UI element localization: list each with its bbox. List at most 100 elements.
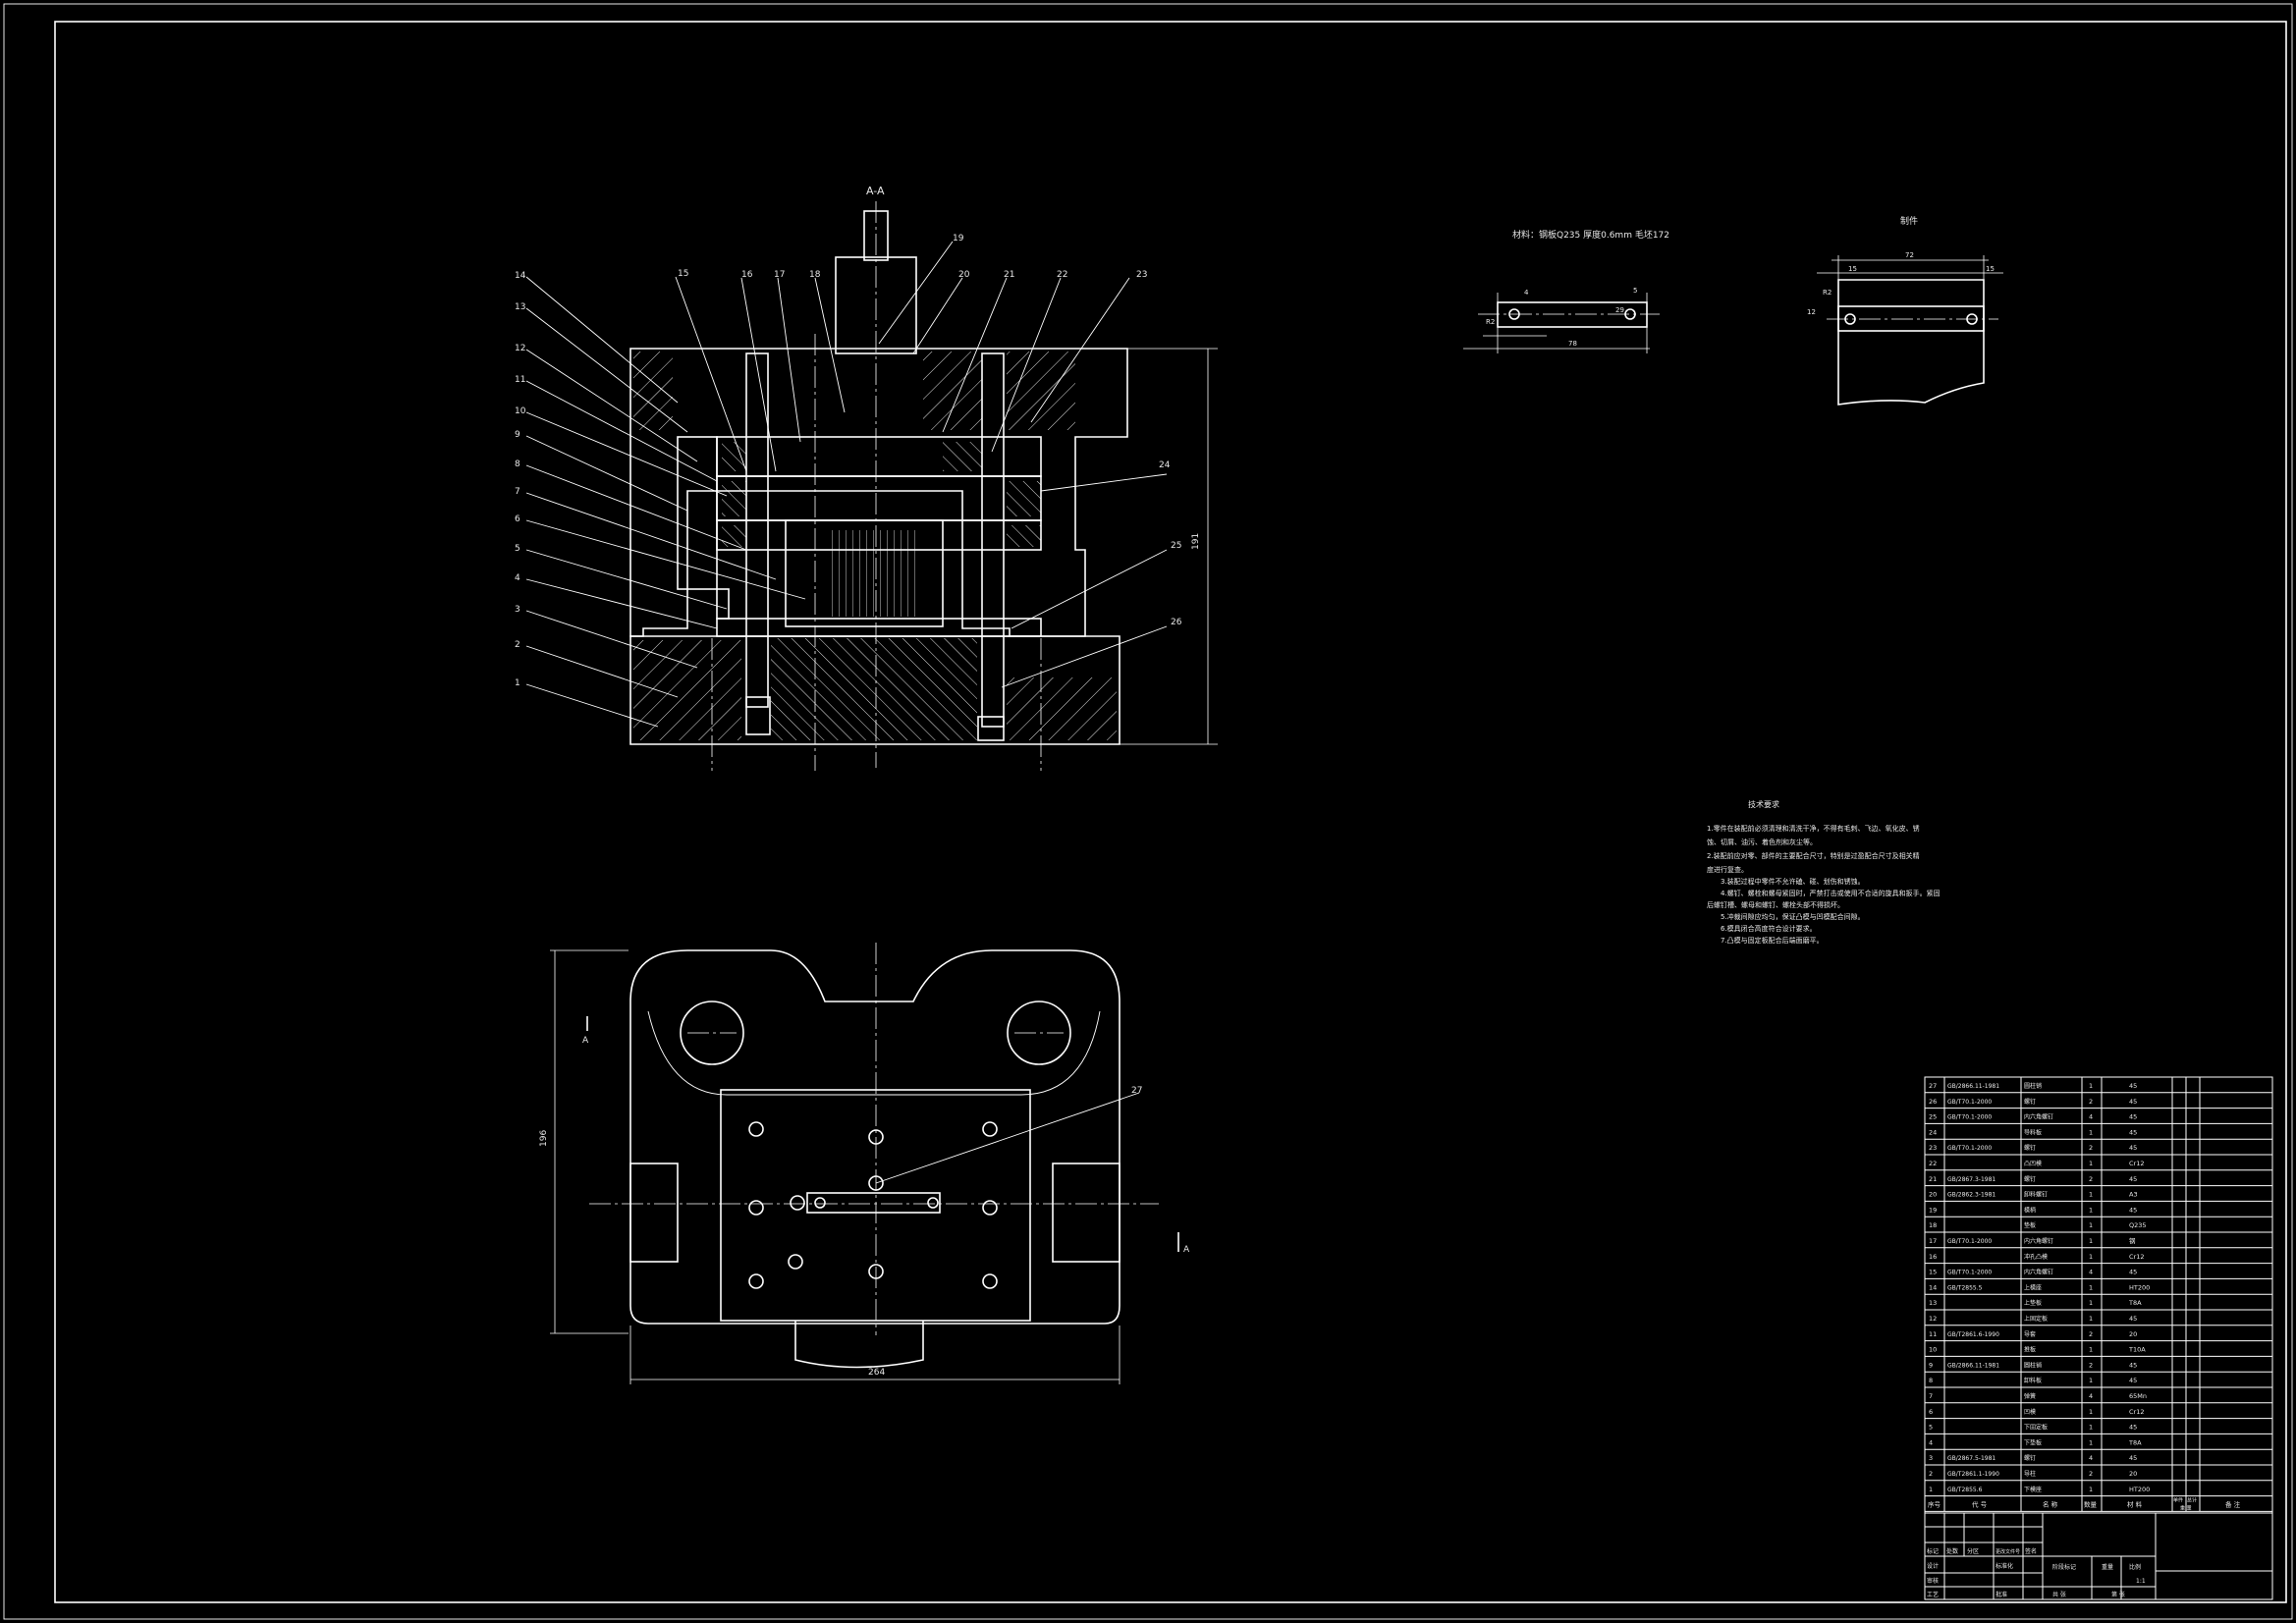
- tech-req-line-6: 4.螺钉、螺栓和螺母紧固时，严禁打击或使用不合适的旋具和扳手。紧固: [1721, 889, 1941, 897]
- tech-req-line-4: 度进行复查。: [1707, 865, 1748, 874]
- balloon-9: 9: [515, 430, 520, 440]
- tb-design: 设计: [1927, 1562, 1939, 1570]
- bom-row-material: 65Mn: [2129, 1392, 2147, 1400]
- bom-row-qty: 4: [2089, 1113, 2093, 1121]
- bom-row-no: 14: [1929, 1283, 1937, 1291]
- bom-row-material: 20: [2129, 1470, 2137, 1478]
- bom-row-name: 导套: [2024, 1330, 2036, 1338]
- bom-row-name: 弹簧: [2024, 1392, 2036, 1400]
- bom-row-qty: 1: [2089, 1206, 2093, 1214]
- bom-row-no: 24: [1929, 1128, 1937, 1136]
- section-mark-top: A: [582, 1036, 589, 1046]
- bom-row-no: 19: [1929, 1206, 1937, 1214]
- bom-row-material: A3: [2129, 1191, 2138, 1199]
- bom-row-material: T8A: [2128, 1299, 2142, 1307]
- tb-process: 工艺: [1927, 1591, 1939, 1598]
- bom-row-no: 20: [1929, 1191, 1937, 1199]
- bom-row-qty: 2: [2089, 1330, 2093, 1338]
- title-block: 标记 处数 分区 更改文件号 签名 设计 标准化 审核 工艺 批准 阶段标记 重…: [1924, 1512, 2273, 1600]
- balloon-1: 1: [515, 678, 520, 688]
- bom-row-no: 26: [1929, 1098, 1937, 1106]
- balloon-13: 13: [515, 302, 525, 312]
- technical-requirements: 技术要求 1.零件在装配前必须清理和清洗干净，不得有毛刺、飞边、氧化皮、锈 蚀、…: [1707, 799, 1941, 945]
- bom-row-material: Q235: [2129, 1221, 2147, 1229]
- bom-row-qty: 1: [2089, 1438, 2093, 1446]
- bom-row-no: 16: [1929, 1253, 1937, 1261]
- bom-row-no: 7: [1929, 1392, 1933, 1400]
- strip-header: 材料：钢板Q235 厚度0.6mm 毛坯172: [1512, 229, 1669, 241]
- bom-row-code: GB/2867.5-1981: [1947, 1455, 1995, 1462]
- bom-row-material: 钢: [2129, 1237, 2136, 1245]
- bom-row-code: GB/T70.1-2000: [1947, 1114, 1992, 1121]
- bom-row-name: 卸料板: [2024, 1377, 2042, 1384]
- bom-row-code: GB/2866.11-1981: [1947, 1083, 1999, 1090]
- tb-mark: 标记: [1927, 1547, 1939, 1555]
- bom-row-code: GB/T2855.5: [1947, 1284, 1983, 1291]
- balloon-27: 27: [1131, 1086, 1142, 1096]
- bom-row-no: 4: [1929, 1438, 1933, 1446]
- bom-row-code: GB/2867.3-1981: [1947, 1176, 1995, 1183]
- bom-row-code: GB/T70.1-2000: [1947, 1099, 1992, 1106]
- tech-req-line-5: 3.装配过程中零件不允许磕、碰、划伤和锈蚀。: [1721, 877, 1865, 886]
- outer-border: [3, 3, 2293, 1620]
- tech-req-line-10: 7.凸模与固定板配合后端面磨平。: [1721, 936, 1824, 945]
- bom-header-weight-total: 总计: [2187, 1497, 2197, 1504]
- bom-row-name: 导柱: [2024, 1470, 2036, 1478]
- bom-row-no: 25: [1929, 1113, 1937, 1121]
- strip-dim-78: 78: [1568, 340, 1577, 348]
- balloon-25: 25: [1171, 541, 1181, 551]
- bom-row-code: GB/T70.1-2000: [1947, 1145, 1992, 1152]
- part-dim-72: 72: [1905, 251, 1914, 259]
- bom-row-qty: 1: [2089, 1128, 2093, 1136]
- part-dim-r2: R2: [1823, 289, 1831, 297]
- bom-row-no: 11: [1929, 1330, 1937, 1338]
- bom-row-material: 20: [2129, 1330, 2137, 1338]
- bom-row-material: 45: [2129, 1144, 2137, 1152]
- bom-row-name: 下垫板: [2024, 1438, 2042, 1446]
- bom-row-name: 上固定板: [2024, 1315, 2048, 1323]
- bom-row-name: 凹模: [2024, 1408, 2036, 1416]
- tb-review: 审核: [1927, 1577, 1939, 1585]
- balloon-7: 7: [515, 487, 520, 497]
- bom-row-material: Cr12: [2129, 1408, 2144, 1416]
- bom-row-material: 45: [2129, 1269, 2137, 1276]
- balloon-21: 21: [1004, 270, 1014, 280]
- bom-row-name: 下固定板: [2024, 1424, 2048, 1432]
- tb-scale-value: 1:1: [2136, 1578, 2146, 1585]
- strip-dim-4: 4: [1524, 289, 1529, 297]
- bom-header-material: 材 料: [2127, 1500, 2143, 1509]
- bom-row-qty: 2: [2089, 1144, 2093, 1152]
- bom-row-no: 9: [1929, 1361, 1933, 1369]
- bom-row-qty: 1: [2089, 1377, 2093, 1384]
- bom-row-name: 垫板: [2024, 1221, 2036, 1229]
- tb-count: 处数: [1946, 1547, 1958, 1555]
- part-view: 制件 72 15 15 R2 12: [1807, 215, 2003, 406]
- bom-row-name: 卸料螺钉: [2024, 1191, 2048, 1199]
- bom-row-name: 上垫板: [2024, 1299, 2042, 1307]
- dim-overall-height: 191: [1191, 533, 1201, 550]
- bom-row-no: 3: [1929, 1454, 1933, 1462]
- bom-row-code: GB/T2861.6-1990: [1947, 1331, 1999, 1338]
- part-dim-15-right: 15: [1986, 265, 1995, 273]
- strip-dim-r2: R2: [1486, 318, 1495, 326]
- tech-req-line-3: 2.装配前应对零、部件的主要配合尺寸，特别是过盈配合尺寸及相关精: [1707, 851, 1920, 860]
- bom-row-code: GB/2866.11-1981: [1947, 1362, 1999, 1369]
- bom-row-no: 22: [1929, 1160, 1937, 1167]
- bom-row-name: 上模座: [2024, 1283, 2042, 1291]
- bom-row-code: GB/2862.3-1981: [1947, 1192, 1995, 1199]
- bom-row-name: 内六角螺钉: [2024, 1269, 2053, 1276]
- bom-header-name: 名 称: [2043, 1500, 2058, 1509]
- bom-row-qty: 1: [2089, 1408, 2093, 1416]
- bom-row-name: 螺钉: [2024, 1175, 2036, 1183]
- bom-row-qty: 1: [2089, 1237, 2093, 1245]
- bom-row-qty: 1: [2089, 1346, 2093, 1354]
- bom-row-no: 2: [1929, 1470, 1933, 1478]
- part-dim-12: 12: [1807, 308, 1816, 316]
- tb-approve: 批准: [1995, 1591, 2007, 1598]
- bom-row-material: 45: [2129, 1361, 2137, 1369]
- balloon-26: 26: [1171, 618, 1182, 627]
- bom-row-qty: 1: [2089, 1283, 2093, 1291]
- bom-row-material: 45: [2129, 1113, 2137, 1121]
- tech-req-line-9: 6.模具闭合高度符合设计要求。: [1721, 924, 1817, 933]
